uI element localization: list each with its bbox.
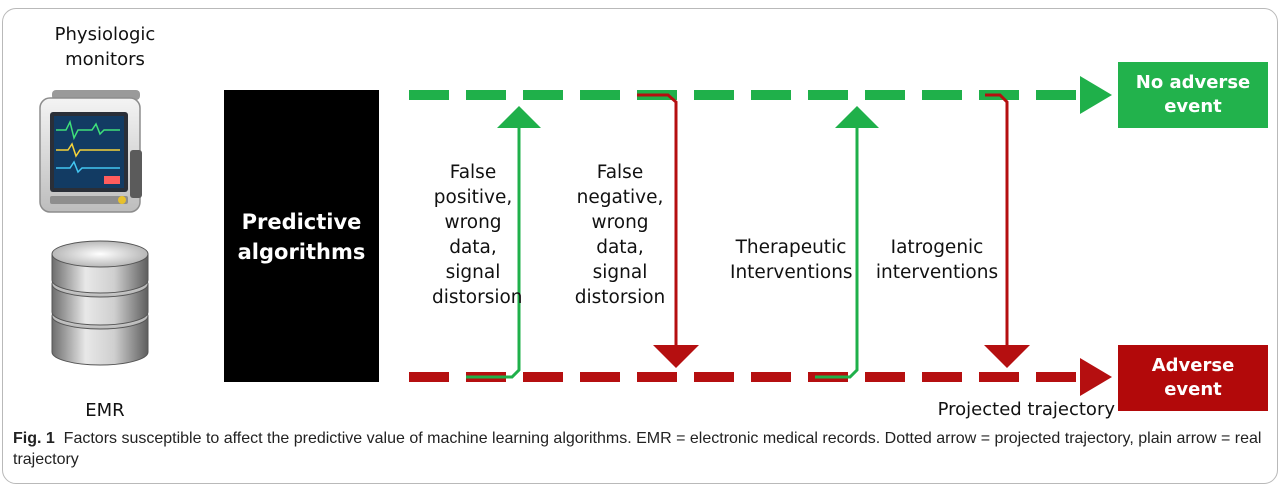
adverse-event-box: Adverse event <box>1118 345 1268 411</box>
therapeutic-arrow <box>815 106 879 379</box>
figure-frame <box>2 8 1278 484</box>
physiologic-monitors-label: Physiologic monitors <box>54 24 156 70</box>
projected-trajectory-label: Projected trajectory <box>937 399 1115 420</box>
emr-label: EMR <box>85 400 125 421</box>
predictive-algorithms-label: Predictive algorithms <box>237 210 366 264</box>
monitor-icon <box>39 90 142 213</box>
predictive-algorithms-box <box>224 90 379 382</box>
factor-false-positive: False positive, wrong data, signal disto… <box>432 162 523 308</box>
figure-number: Fig. 1 <box>13 430 55 447</box>
factor-therapeutic: Therapeutic Interventions <box>730 237 853 283</box>
arrowhead-bottom <box>1080 358 1112 396</box>
factor-false-negative: False negative, wrong data, signal disto… <box>574 162 666 308</box>
false-negative-arrow <box>637 93 699 368</box>
figure-caption: Fig. 1 Factors susceptible to affect the… <box>13 428 1263 470</box>
caption-text: Factors susceptible to affect the predic… <box>13 430 1262 468</box>
factor-iatrogenic: Iatrogenic interventions <box>875 237 999 283</box>
false-positive-arrow <box>466 106 541 379</box>
no-adverse-event-box: No adverse event <box>1118 62 1268 128</box>
database-icon <box>51 240 149 366</box>
iatrogenic-arrow <box>984 93 1030 368</box>
arrowhead-top <box>1080 76 1112 114</box>
